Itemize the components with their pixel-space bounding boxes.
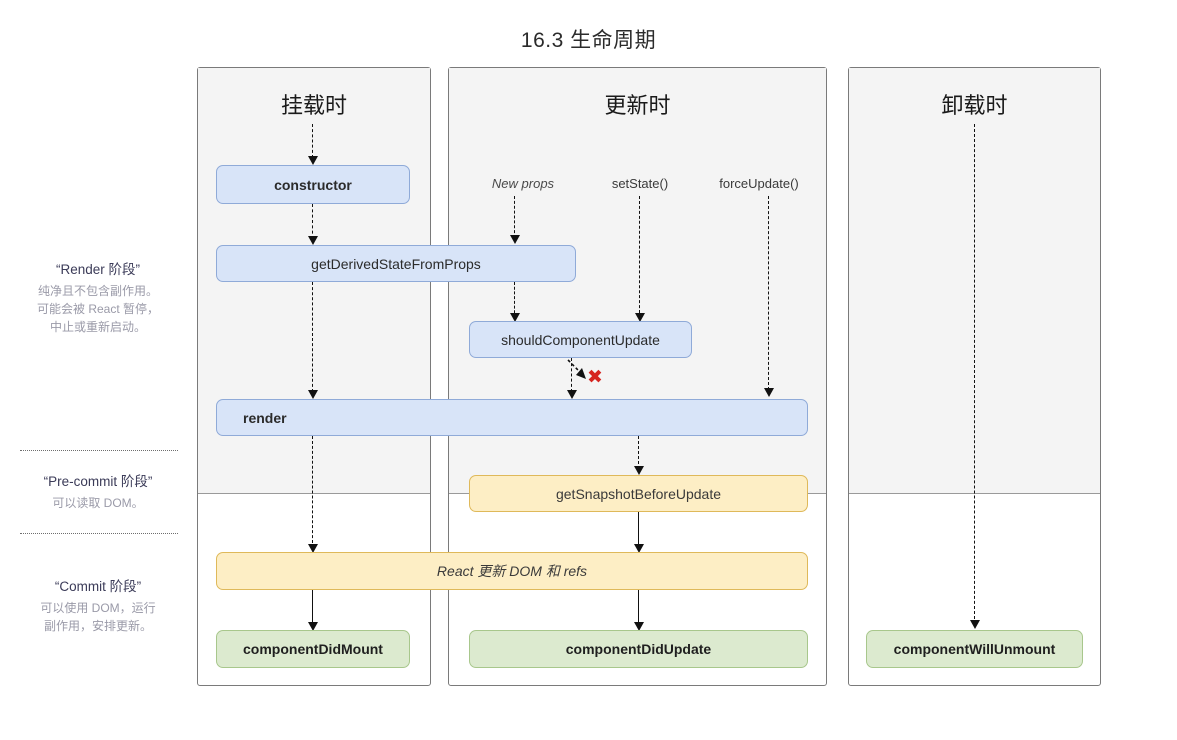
- arrowhead-did-mount: [308, 622, 318, 631]
- arrowhead-mount-render: [308, 390, 318, 399]
- legend-pre-commit-phase-desc-line-1: 可以读取 DOM。: [52, 496, 144, 510]
- connector-constructor-to-gdsfp: [312, 204, 313, 239]
- skip-render-x-icon: ✖: [587, 367, 603, 388]
- legend-commit-phase: “Commit 阶段” 可以使用 DOM，运行 副作用，安排更新。: [0, 575, 196, 635]
- arrowhead-force-update-to-render: [764, 388, 774, 397]
- node-should-component-update[interactable]: shouldComponentUpdate: [469, 321, 692, 358]
- legend-pre-commit-phase: “Pre-commit 阶段” 可以读取 DOM。: [0, 470, 196, 512]
- arrowhead-react-update-mount: [308, 544, 318, 553]
- column-mounting-title: 挂载时: [280, 93, 347, 118]
- arrowhead-new-props: [510, 235, 520, 244]
- legend-pre-commit-phase-title: “Pre-commit 阶段”: [43, 474, 153, 489]
- trigger-force-update-label: forceUpdate(): [719, 176, 799, 191]
- node-react-updates-dom[interactable]: React 更新 DOM 和 refs: [216, 552, 808, 590]
- legend-commit-phase-desc-line-2: 副作用，安排更新。: [43, 619, 152, 633]
- arrowhead-set-state-to-scu: [635, 313, 645, 322]
- connector-set-state-to-scu: [639, 196, 640, 318]
- legend-commit-phase-desc-line-1: 可以使用 DOM，运行: [40, 601, 156, 615]
- legend-pre-commit-phase-desc: 可以读取 DOM。: [0, 494, 196, 512]
- arrowhead-snapshot-to-react-update: [634, 544, 644, 553]
- connector-force-update-to-render: [768, 196, 769, 390]
- legend-render-phase-desc: 纯净且不包含副作用。 可能会被 React 暂停， 中止或重新启动。: [0, 282, 196, 336]
- connector-render-to-react-update-mount: [312, 436, 313, 548]
- node-get-snapshot-before-update[interactable]: getSnapshotBeforeUpdate: [469, 475, 808, 512]
- trigger-new-props-label: New props: [491, 176, 555, 191]
- column-unmounting-title: 卸载时: [941, 93, 1008, 118]
- connector-mount-title-to-constructor: [312, 124, 313, 158]
- connector-scu-skip-branch: [567, 359, 586, 379]
- legend-render-phase-desc-line-2: 可能会被 React 暂停，: [36, 302, 160, 316]
- node-component-did-mount[interactable]: componentDidMount: [216, 630, 410, 668]
- arrowhead-gdsfp-to-scu: [510, 313, 520, 322]
- arrowhead-scu-to-render: [567, 390, 577, 399]
- arrowhead-will-unmount: [970, 620, 980, 629]
- legend-commit-phase-title: “Commit 阶段”: [54, 579, 142, 594]
- legend-commit-phase-desc: 可以使用 DOM，运行 副作用，安排更新。: [0, 599, 196, 635]
- connector-new-props-to-gdsfp: [514, 196, 515, 238]
- arrowhead-did-update: [634, 622, 644, 631]
- arrowhead-mount-gdsfp: [308, 236, 318, 245]
- page-title: 16.3 生命周期: [520, 29, 657, 52]
- node-render[interactable]: render: [216, 399, 808, 436]
- arrowhead-mount-constructor: [308, 156, 318, 165]
- connector-react-update-to-did-mount: [312, 590, 313, 627]
- connector-unmount-to-will-unmount: [974, 124, 975, 624]
- node-component-did-update[interactable]: componentDidUpdate: [469, 630, 808, 668]
- legend-render-phase: “Render 阶段” 纯净且不包含副作用。 可能会被 React 暂停， 中止…: [0, 258, 196, 336]
- node-get-derived-state-from-props[interactable]: getDerivedStateFromProps: [216, 245, 576, 282]
- legend-render-phase-desc-line-1: 纯净且不包含副作用。: [37, 284, 158, 298]
- legend-render-phase-desc-line-3: 中止或重新启动。: [49, 320, 146, 334]
- node-constructor[interactable]: constructor: [216, 165, 410, 204]
- connector-react-update-to-did-update: [638, 590, 639, 627]
- legend-divider-bottom: [20, 533, 178, 534]
- connector-gdsfp-to-render-mount: [312, 282, 313, 392]
- connector-render-to-snapshot: [638, 436, 639, 469]
- connector-snapshot-to-react-update: [638, 512, 639, 548]
- arrowhead-render-to-snapshot: [634, 466, 644, 475]
- connector-scu-to-render: [571, 358, 572, 392]
- trigger-set-state-label: setState(): [611, 176, 669, 191]
- legend-render-phase-title: “Render 阶段”: [55, 262, 141, 277]
- legend-divider-top: [20, 450, 178, 451]
- column-updating-title: 更新时: [604, 93, 671, 118]
- connector-gdsfp-to-scu: [514, 282, 515, 318]
- node-component-will-unmount[interactable]: componentWillUnmount: [866, 630, 1083, 668]
